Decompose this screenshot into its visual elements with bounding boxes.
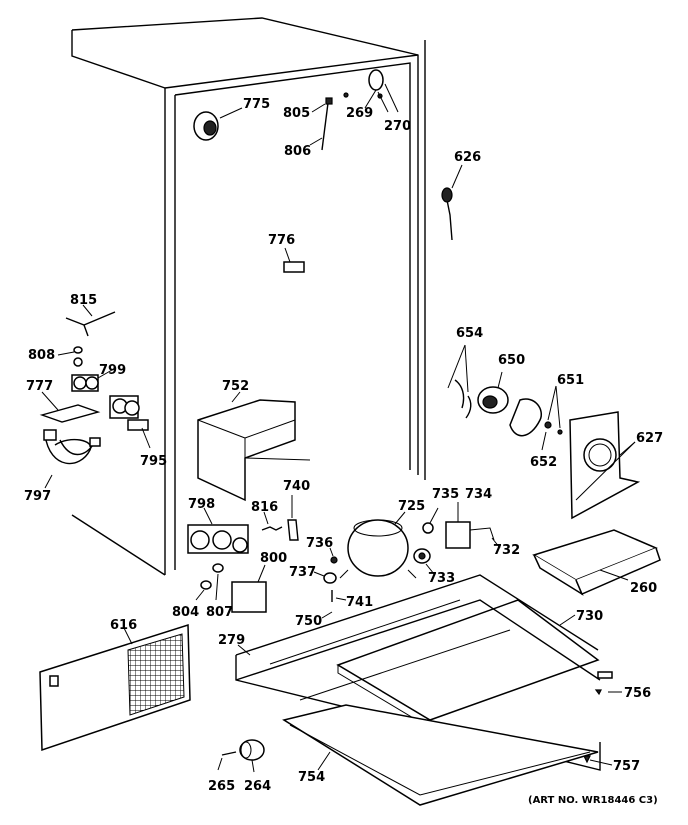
part-260-drain-pan [532, 529, 661, 596]
part-776-block [283, 247, 305, 273]
label-627: 627 [636, 431, 663, 446]
label-270: 270 [384, 119, 411, 134]
part-733-overload [413, 548, 435, 575]
part-777-bracket [39, 391, 101, 423]
label-737: 737 [289, 565, 316, 580]
part-730-condenser [336, 599, 600, 729]
part-269-light [343, 69, 399, 113]
part-756-bracket [594, 671, 622, 696]
label-799: 799 [99, 363, 126, 378]
label-650: 650 [498, 353, 525, 368]
label-260: 260 [630, 581, 657, 596]
label-798: 798 [188, 497, 215, 512]
label-732: 732 [493, 543, 520, 558]
part-626-bulb [441, 164, 463, 241]
label-733: 733 [428, 571, 455, 586]
part-804-grommet [195, 580, 212, 601]
part-795-valve [109, 395, 151, 449]
label-805: 805 [283, 106, 310, 121]
label-741: 741 [346, 595, 373, 610]
label-740: 740 [283, 479, 310, 494]
label-269: 269 [346, 106, 373, 121]
part-740-clip [287, 495, 299, 541]
part-725-compressor [339, 511, 417, 579]
part-737-grommet [313, 571, 337, 584]
label-806: 806 [284, 144, 311, 159]
cabinet [71, 17, 426, 576]
label-800: 800 [260, 551, 287, 566]
label-757: 757 [613, 759, 640, 774]
part-734-relay [445, 502, 501, 549]
label-735: 735 [432, 487, 459, 502]
part-752-duct [197, 391, 311, 502]
label-777: 777 [26, 379, 53, 394]
label-804: 804 [172, 605, 199, 620]
part-797-harness [43, 429, 101, 489]
label-654: 654 [456, 326, 483, 341]
label-816: 816 [251, 500, 278, 515]
label-616: 616 [110, 618, 137, 633]
label-626: 626 [454, 150, 481, 165]
label-754: 754 [298, 770, 325, 785]
label-752: 752 [222, 379, 249, 394]
label-652: 652 [530, 455, 557, 470]
part-754-grille [282, 704, 599, 806]
part-265-screw [217, 751, 237, 771]
label-725: 725 [398, 499, 425, 514]
label-776: 776 [268, 233, 295, 248]
part-616-panel [39, 623, 191, 752]
label-797: 797 [24, 489, 51, 504]
label-808: 808 [28, 348, 55, 363]
label-730: 730 [576, 609, 603, 624]
part-750-screw [321, 611, 333, 619]
label-775: 775 [243, 97, 270, 112]
part-650-fan-motor [447, 344, 563, 451]
label-265: 265 [208, 779, 235, 794]
part-798-valve [187, 507, 249, 554]
part-741-screw [331, 590, 347, 602]
part-807-grommet [212, 563, 224, 601]
part-806-tube [309, 97, 333, 151]
label-750: 750 [295, 614, 322, 629]
part-816-spring [261, 511, 283, 531]
label-734: 734 [465, 487, 492, 502]
part-815-bracket [57, 304, 116, 367]
part-775-control [193, 107, 243, 141]
part-736-grommet [329, 547, 338, 564]
part-264-spacer [239, 739, 265, 773]
label-795: 795 [140, 454, 167, 469]
part-800-switch [231, 564, 267, 613]
label-736: 736 [306, 536, 333, 551]
part-735-grommet [422, 507, 439, 534]
label-651: 651 [557, 373, 584, 388]
art-number: (ART NO. WR18446 C3) [528, 795, 658, 806]
callout-labels: 775 805 269 270 806 626 776 815 808 799 … [24, 97, 663, 806]
label-279: 279 [218, 633, 245, 648]
label-807: 807 [206, 605, 233, 620]
part-757-screw [583, 755, 613, 766]
part-627-shroud [569, 411, 641, 520]
label-815: 815 [70, 293, 97, 308]
label-756: 756 [624, 686, 651, 701]
part-799-valve [71, 369, 113, 392]
label-264: 264 [244, 779, 271, 794]
